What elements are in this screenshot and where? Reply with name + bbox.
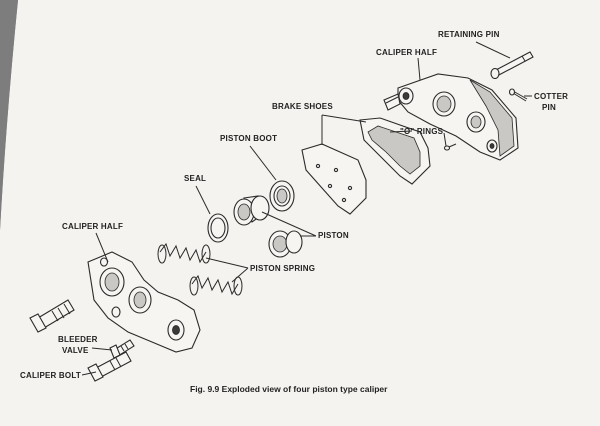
label-retaining-pin: RETAINING PIN (438, 30, 500, 39)
label-o-rings: "O" RINGS (400, 127, 444, 136)
piston-spring-upper (157, 242, 211, 264)
label-brake-shoes: BRAKE SHOES (272, 102, 333, 111)
label-caliper-bolt: CALIPER BOLT (20, 371, 81, 380)
piston-spring-lower (189, 274, 243, 296)
seal (207, 213, 229, 243)
cotter-pin (508, 88, 528, 102)
caliper-half-left (87, 251, 201, 353)
caliper-bolt-lower (87, 351, 132, 382)
label-seal: SEAL (184, 174, 207, 183)
caliper-bolt-upper (29, 299, 75, 333)
caliper-half-top (383, 73, 519, 161)
label-caliper-half-top: CALIPER HALF (376, 48, 438, 57)
label-piston-spring: PISTON SPRING (250, 264, 316, 273)
brake-shoe-front (301, 143, 367, 215)
label-piston: PISTON (318, 231, 349, 240)
figure-caption: Fig. 9.9 Exploded view of four piston ty… (190, 384, 388, 394)
piston-lower (268, 230, 303, 258)
leader-lines (81, 41, 532, 376)
piston-boot (269, 180, 295, 212)
label-bleeder-valve-line2: VALVE (62, 346, 89, 355)
label-piston-boot: PISTON BOOT (220, 134, 278, 143)
label-bleeder-valve-line1: BLEEDER (58, 335, 98, 344)
retaining-pin (490, 51, 534, 80)
label-cotter-pin-line1: COTTER (534, 92, 569, 101)
label-cotter-pin-line2: PIN (542, 103, 556, 112)
piston-upper (233, 195, 270, 226)
label-caliper-half-left: CALIPER HALF (62, 222, 124, 231)
brake-shoe-rear (359, 117, 431, 185)
